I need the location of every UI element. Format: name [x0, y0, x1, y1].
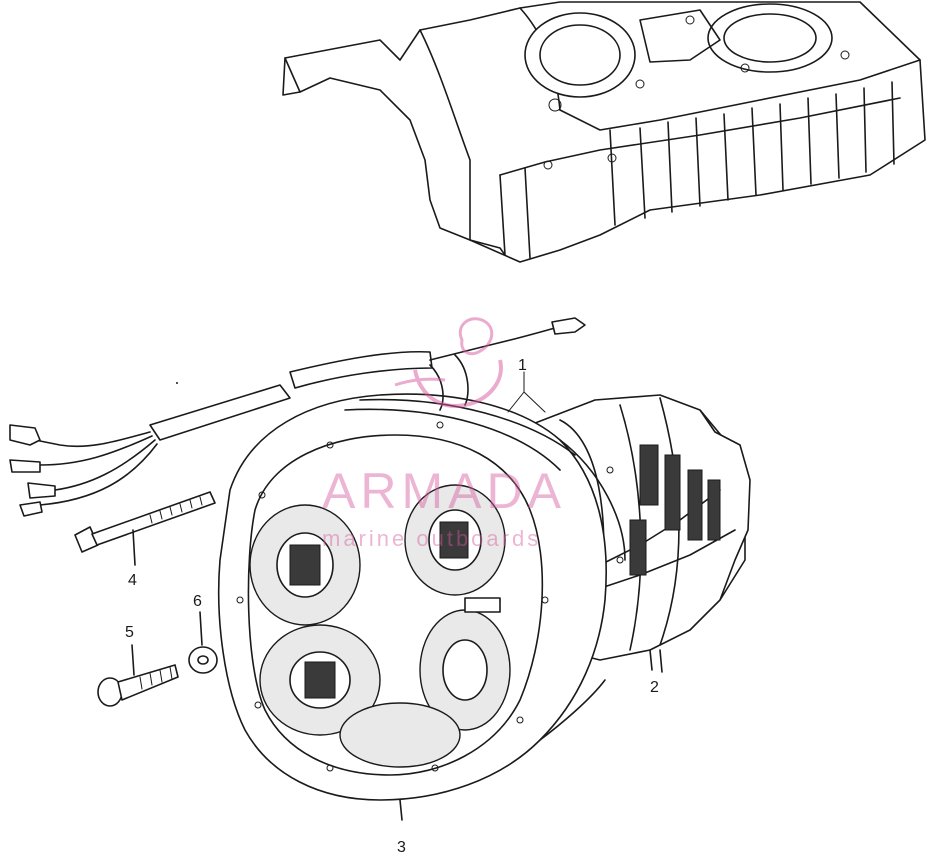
callout-2: 2: [650, 679, 659, 696]
callout-3: 3: [397, 839, 406, 856]
washer-icon: [188, 611, 218, 674]
engine-block-crankcase-icon: [282, 1, 926, 263]
stator-coil-assembly-icon: [529, 394, 751, 673]
short-bolt-icon: [97, 644, 179, 707]
callout-1: 1: [518, 357, 527, 374]
callout-4: 4: [128, 572, 137, 589]
long-bolt-icon: [74, 491, 216, 566]
watermark-subtitle: marine outboards: [322, 526, 541, 551]
wire-harness-icon: [9, 317, 586, 517]
callout-5: 5: [125, 624, 134, 641]
watermark: ARMADA marine outboards: [322, 317, 566, 551]
watermark-title: ARMADA: [322, 463, 566, 519]
callout-6: 6: [193, 593, 202, 610]
flywheel-rotor-icon: [217, 393, 626, 821]
watermark-logo-icon: [394, 317, 503, 408]
